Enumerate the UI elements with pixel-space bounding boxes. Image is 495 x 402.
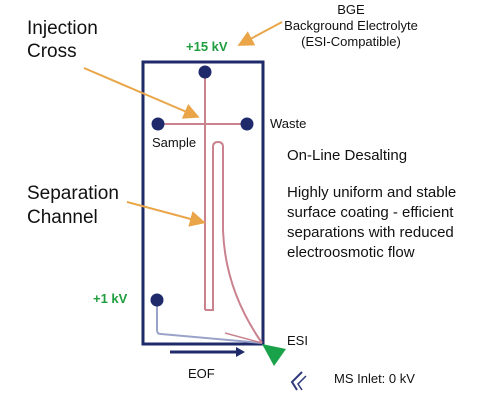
- bge-reservoir: [198, 65, 212, 79]
- injection-cross-pointer-arrow: [83, 67, 200, 119]
- esi-label: ESI: [287, 333, 308, 348]
- waste-label: Waste: [270, 116, 307, 131]
- bge-title: BGE: [337, 2, 365, 17]
- coating-description-line4: electroosmotic flow: [287, 244, 415, 261]
- high-voltage-label: +15 kV: [186, 39, 228, 54]
- eof-arrow-head: [236, 347, 245, 357]
- esi-spray-cone: [262, 344, 286, 366]
- chip-outline: [141, 60, 265, 346]
- bge-esi-compatible: (ESI-Compatible): [301, 34, 401, 49]
- injection-cross-label-line2: Cross: [27, 41, 77, 62]
- coating-description-line1: Highly uniform and stable: [287, 184, 457, 201]
- bge-pointer-arrow: [237, 21, 283, 46]
- coating-description-line3: separations with reduced: [287, 224, 454, 241]
- separation-channel: [205, 140, 263, 344]
- eof-label: EOF: [188, 366, 215, 381]
- ms-inlet-icon-inner: [297, 375, 307, 391]
- ms-inlet-icon: [290, 371, 303, 391]
- bottom-channel-join: [224, 332, 263, 344]
- coating-description-line2: surface coating - efficient: [287, 204, 454, 221]
- waste-reservoir: [240, 117, 254, 131]
- bottom-side-channel: [156, 300, 263, 344]
- bge-description: Background Electrolyte: [284, 18, 418, 33]
- desalting-label: On-Line Desalting: [287, 147, 408, 164]
- low-voltage-label: +1 kV: [93, 291, 128, 306]
- sample-label: Sample: [152, 135, 197, 150]
- separation-channel-pointer-arrow: [126, 201, 206, 227]
- injection-cross-label: Injection: [27, 18, 98, 39]
- sample-reservoir: [151, 117, 165, 131]
- separation-channel-label: Separation: [27, 183, 119, 204]
- low-voltage-reservoir: [150, 293, 164, 307]
- ms-inlet-label: MS Inlet: 0 kV: [334, 371, 415, 386]
- separation-channel-label-line2: Channel: [27, 207, 98, 228]
